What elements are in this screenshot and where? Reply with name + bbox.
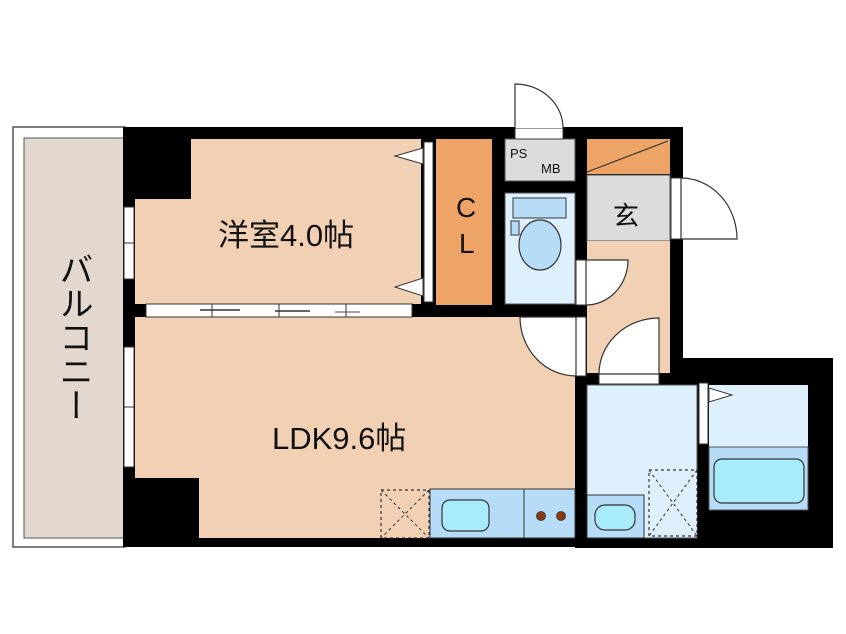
ps-mb — [504, 83, 576, 182]
closet-folding-door — [393, 141, 434, 303]
closet-label-l: L — [459, 228, 475, 259]
balcony-label: バルコニー — [54, 252, 92, 422]
toilet-room — [504, 192, 576, 305]
ldk-door — [519, 316, 587, 377]
washroom-door — [598, 317, 660, 385]
balcony-windows — [123, 206, 135, 468]
western-room-label: 洋室4.0帖 — [218, 218, 355, 253]
closet — [436, 139, 492, 305]
ldk-room — [135, 317, 575, 538]
entrance-label: 玄 — [613, 201, 640, 231]
ps-label: PS — [510, 146, 528, 161]
bathroom — [698, 382, 809, 511]
ldk-label: LDK9.6帖 — [272, 421, 407, 456]
closet-label-c: C — [456, 192, 477, 223]
toilet-door — [575, 259, 629, 306]
mb-label: MB — [541, 161, 561, 176]
sliding-door-partition — [145, 303, 413, 318]
washroom — [586, 384, 698, 539]
balcony — [12, 126, 126, 548]
western-room — [135, 139, 421, 304]
kitchen — [380, 488, 576, 539]
